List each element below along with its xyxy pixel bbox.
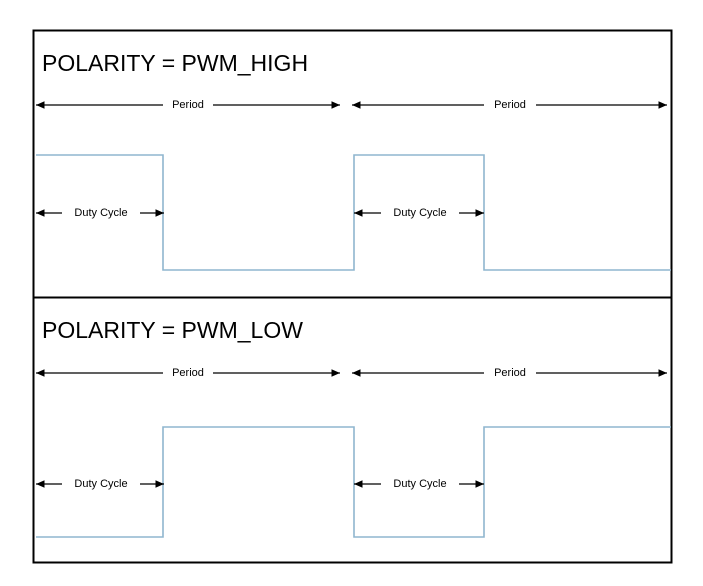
period-label-backing <box>163 365 213 381</box>
panel-title-pwm-high: POLARITY = PWM_HIGH <box>42 50 308 76</box>
period-arrow-2-low: Period <box>352 365 667 381</box>
period-arrow-1-low: Period <box>36 365 340 381</box>
duty-arrow-1-high: Duty Cycle <box>36 205 164 221</box>
duty-label-backing <box>381 476 459 492</box>
duty-label-2-low: Duty Cycle <box>393 478 446 490</box>
duty-label-backing <box>62 476 140 492</box>
period-arrow-2-high: Period <box>352 97 667 113</box>
period-label-backing <box>163 97 213 113</box>
duty-arrow-1-low: Duty Cycle <box>36 476 164 492</box>
duty-label-2-high: Duty Cycle <box>393 207 446 219</box>
period-label-1-high: Period <box>172 99 204 111</box>
panel-title-pwm-low: POLARITY = PWM_LOW <box>42 317 303 343</box>
duty-label-1-low: Duty Cycle <box>74 478 127 490</box>
period-arrow-1-high: Period <box>36 97 340 113</box>
period-label-backing <box>484 365 536 381</box>
panel-pwm-low: POLARITY = PWM_LOW Period Period Duty Cy… <box>36 317 671 538</box>
duty-label-1-high: Duty Cycle <box>74 207 127 219</box>
duty-arrow-2-low: Duty Cycle <box>354 476 484 492</box>
period-label-2-high: Period <box>494 99 526 111</box>
duty-label-backing <box>62 205 140 221</box>
period-label-2-low: Period <box>494 367 526 379</box>
period-label-1-low: Period <box>172 367 204 379</box>
duty-arrow-2-high: Duty Cycle <box>354 205 484 221</box>
duty-label-backing <box>381 205 459 221</box>
period-label-backing <box>484 97 536 113</box>
panel-pwm-high: POLARITY = PWM_HIGH Period Period Duty C… <box>36 50 671 271</box>
